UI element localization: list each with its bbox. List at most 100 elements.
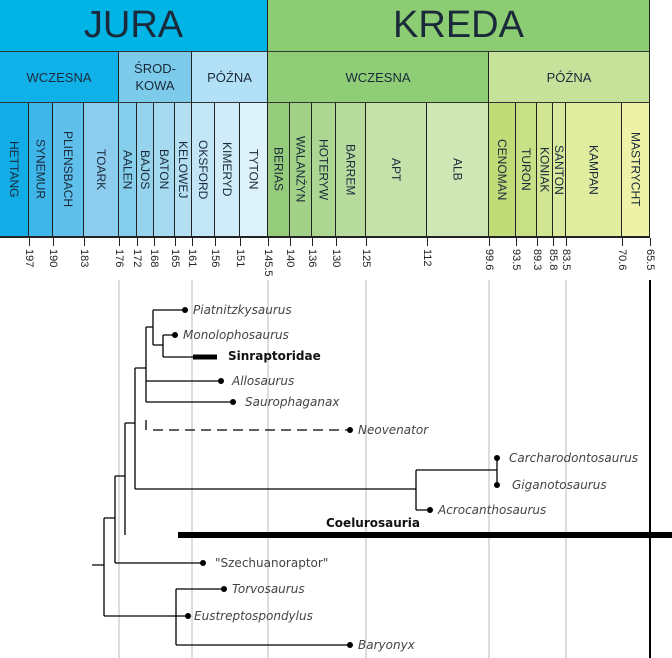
tick-mark xyxy=(537,238,538,246)
stage-label: KIMERYD xyxy=(220,142,234,197)
tick-label: 93.5 xyxy=(510,249,522,271)
period-kreda: KREDA xyxy=(268,0,650,52)
tick-mark xyxy=(290,238,291,246)
epoch-early-jurassic: WCZESNA xyxy=(0,52,119,103)
taxon-torvosaurus: Torvosaurus xyxy=(232,582,305,596)
stage-label: TYTON xyxy=(246,149,261,190)
stage-turon: TURON xyxy=(516,103,537,238)
taxon-dots xyxy=(172,307,500,648)
stage-label: TURON xyxy=(519,148,533,191)
stage-label: PLIENSBACH xyxy=(61,131,75,208)
tick-label: 140 xyxy=(284,249,296,268)
tick-mark xyxy=(489,238,490,246)
taxon-piatnitzkysaurus: Piatnitzkysaurus xyxy=(193,303,292,317)
stage-label: WALANŻYN xyxy=(293,136,308,203)
tick-mark xyxy=(240,238,241,246)
stage-koniak: KONIAK xyxy=(537,103,553,238)
taxon-neovenator: Neovenator xyxy=(358,423,429,437)
stage-hoteryw: HOTERYW xyxy=(312,103,336,238)
stage-berias: BERIAS xyxy=(268,103,290,238)
tick-mark xyxy=(366,238,367,246)
tick-mark xyxy=(119,238,120,246)
stage-label: HETTANG xyxy=(7,141,21,198)
stage-apt: APT xyxy=(366,103,427,238)
stage-label: TOARK xyxy=(94,148,108,191)
tick-label: 83.5 xyxy=(560,249,572,271)
stage-cenoman: CENOMAN xyxy=(489,103,516,238)
tick-mark xyxy=(566,238,567,246)
taxon-acrocanthosaurus: Acrocanthosaurus xyxy=(438,503,547,517)
stage-label: MASTRYCHT xyxy=(628,132,643,207)
stage-toark: TOARK xyxy=(84,103,119,238)
tick-label: 168 xyxy=(148,249,160,268)
tick-label: 89.3 xyxy=(531,249,543,271)
tick-mark xyxy=(427,238,428,246)
period-jura: JURA xyxy=(0,0,268,52)
tick-mark xyxy=(154,238,155,246)
tick-mark xyxy=(553,238,554,246)
tick-label: 65.5 xyxy=(644,249,656,271)
stage-label: BERIAS xyxy=(271,147,286,192)
stage-hettang: HETTANG xyxy=(0,103,29,238)
taxon-szechuanoraptor: "Szechuanoraptor" xyxy=(215,556,329,570)
stage-label: BATON xyxy=(157,149,171,190)
taxon-coelurosauria: Coelurosauria xyxy=(326,516,420,530)
stage-synemur: SYNEMUR xyxy=(29,103,53,238)
tick-mark xyxy=(175,238,176,246)
stage-label: BAJOS xyxy=(138,149,152,190)
stage-label: KELOWEJ xyxy=(176,140,190,199)
stage-barrem: BARREM xyxy=(336,103,366,238)
stage-oksford: OKSFORD xyxy=(192,103,215,238)
stage-label: BARREM xyxy=(343,143,358,196)
taxon-eustreptospondylus: Eustreptospondylus xyxy=(194,609,313,623)
tick-label: 112 xyxy=(421,249,433,267)
tick-label: 161 xyxy=(186,249,198,268)
stage-label: SANTON xyxy=(552,144,566,195)
stage-label: CENOMAN xyxy=(495,138,509,201)
tick-label: 130 xyxy=(330,249,342,268)
stage-walanżyn: WALANŻYN xyxy=(290,103,312,238)
stage-aalen: AALEN xyxy=(119,103,137,238)
stage-mastrycht: MASTRYCHT xyxy=(622,103,650,238)
stage-label: AALEN xyxy=(120,149,135,190)
stage-label: KAMPAN xyxy=(586,144,601,195)
taxon-sinraptoridae: Sinraptoridae xyxy=(228,349,321,363)
tick-label: 136 xyxy=(306,249,318,268)
tick-label: 190 xyxy=(47,249,59,268)
stage-label: HOTERYW xyxy=(316,138,331,201)
stage-kampan: KAMPAN xyxy=(566,103,622,238)
tick-label: 172 xyxy=(131,249,143,268)
stage-label: SYNEMUR xyxy=(33,139,48,200)
tick-mark xyxy=(312,238,313,246)
stage-baton: BATON xyxy=(154,103,175,238)
tree-branches xyxy=(92,309,672,646)
tick-label: 70.6 xyxy=(616,249,628,271)
tick-label: 151 xyxy=(234,249,246,268)
tick-label: 197 xyxy=(23,249,35,268)
tick-mark xyxy=(336,238,337,246)
epoch-early-cretaceous: WCZESNA xyxy=(268,52,489,103)
time-gridlines xyxy=(118,280,567,658)
tick-label: 176 xyxy=(113,249,125,268)
stage-pliensbach: PLIENSBACH xyxy=(53,103,84,238)
tick-mark xyxy=(622,238,623,246)
stage-bajos: BAJOS xyxy=(137,103,154,238)
stage-label: APT xyxy=(389,157,403,182)
taxon-baryonyx: Baryonyx xyxy=(358,638,415,652)
tick-label: 183 xyxy=(78,249,90,268)
stage-alb: ALB xyxy=(427,103,489,238)
tick-label: 125 xyxy=(360,249,372,268)
tick-label: 85.8 xyxy=(547,249,559,271)
tick-mark xyxy=(215,238,216,246)
tick-mark xyxy=(84,238,85,246)
tick-label: 145.5 xyxy=(262,249,274,277)
stage-santon: SANTON xyxy=(552,103,566,238)
tick-mark xyxy=(53,238,54,246)
stage-label: KONIAK xyxy=(537,146,552,193)
taxon-carcharodontosaurus: Carcharodontosaurus xyxy=(509,451,639,465)
stage-label: ALB xyxy=(450,158,465,181)
tick-label: 156 xyxy=(209,249,221,268)
tick-mark xyxy=(137,238,138,246)
taxon-monolophosaurus: Monolophosaurus xyxy=(183,328,289,342)
